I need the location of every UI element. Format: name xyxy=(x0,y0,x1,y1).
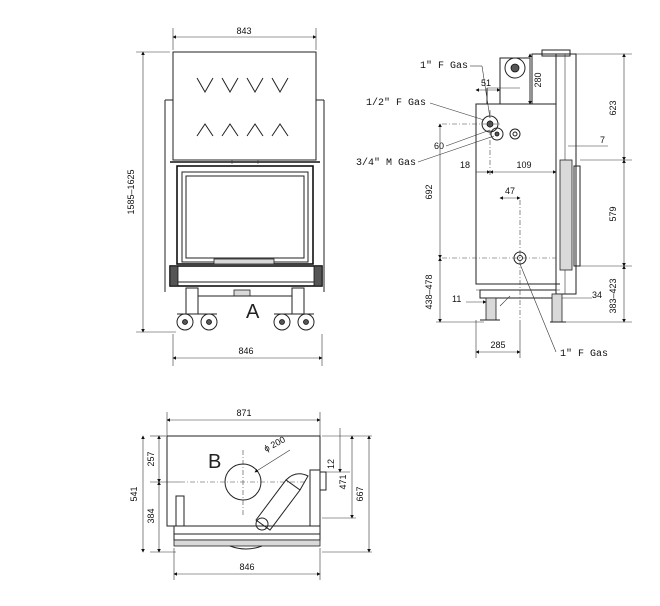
label-gas-half-f: 1/2" F Gas xyxy=(366,97,426,109)
dim-front-width-top: 843 xyxy=(236,26,251,36)
dim-front-width-bottom: 846 xyxy=(238,346,253,356)
glass-window xyxy=(185,175,305,259)
vent-chevrons-top xyxy=(196,77,289,94)
dim-846-top-view: 846 xyxy=(239,562,254,572)
dim-667: 667 xyxy=(355,486,365,501)
dim-109: 109 xyxy=(516,160,531,170)
dim-51: 51 xyxy=(481,78,491,88)
dim-692: 692 xyxy=(424,184,434,199)
dim-623: 623 xyxy=(608,100,618,115)
label-gas-3-4-m: 3/4" M Gas xyxy=(356,157,416,169)
dim-18: 18 xyxy=(460,160,470,170)
dim-471: 471 xyxy=(338,474,348,489)
dim-diameter-200: ϕ 200 xyxy=(262,434,287,453)
gas-connection-cluster xyxy=(481,115,521,141)
dim-383-423: 383–423 xyxy=(608,278,618,313)
label-gas-1f-bottom: 1" F Gas xyxy=(560,348,608,360)
dim-871: 871 xyxy=(236,408,251,418)
dim-579: 579 xyxy=(608,206,618,221)
label-gas-1f-top: 1" F Gas xyxy=(420,60,468,72)
dim-60: 60 xyxy=(434,141,444,151)
front-view: 843 xyxy=(126,26,325,366)
top-body xyxy=(166,435,321,527)
dim-11: 11 xyxy=(452,294,461,304)
dim-front-height: 1585–1625 xyxy=(126,169,136,214)
front-legs xyxy=(176,287,315,331)
dim-7: 7 xyxy=(600,135,605,145)
dim-541: 541 xyxy=(129,486,139,501)
dim-12: 12 xyxy=(326,459,336,469)
dim-438-478: 438–478 xyxy=(424,274,434,309)
door-frame xyxy=(176,165,314,265)
top-view-label: B xyxy=(208,451,221,473)
front-view-label: A xyxy=(246,301,260,323)
dim-257: 257 xyxy=(146,451,156,466)
angled-pipe xyxy=(255,473,309,531)
dim-280: 280 xyxy=(533,72,543,87)
dim-47: 47 xyxy=(505,186,515,196)
dim-285: 285 xyxy=(490,340,505,350)
vent-chevrons-bottom xyxy=(196,123,289,137)
front-base xyxy=(169,265,323,287)
side-door-column xyxy=(555,53,577,295)
dim-34: 34 xyxy=(592,290,602,300)
front-upper-panel xyxy=(172,51,317,161)
top-view: 871 ϕ 200 B 257 384 541 xyxy=(129,408,372,580)
dim-384: 384 xyxy=(146,508,156,523)
side-view: 1" F Gas 1/2" F Gas 3/4" M Gas 1" F Gas … xyxy=(356,49,632,360)
